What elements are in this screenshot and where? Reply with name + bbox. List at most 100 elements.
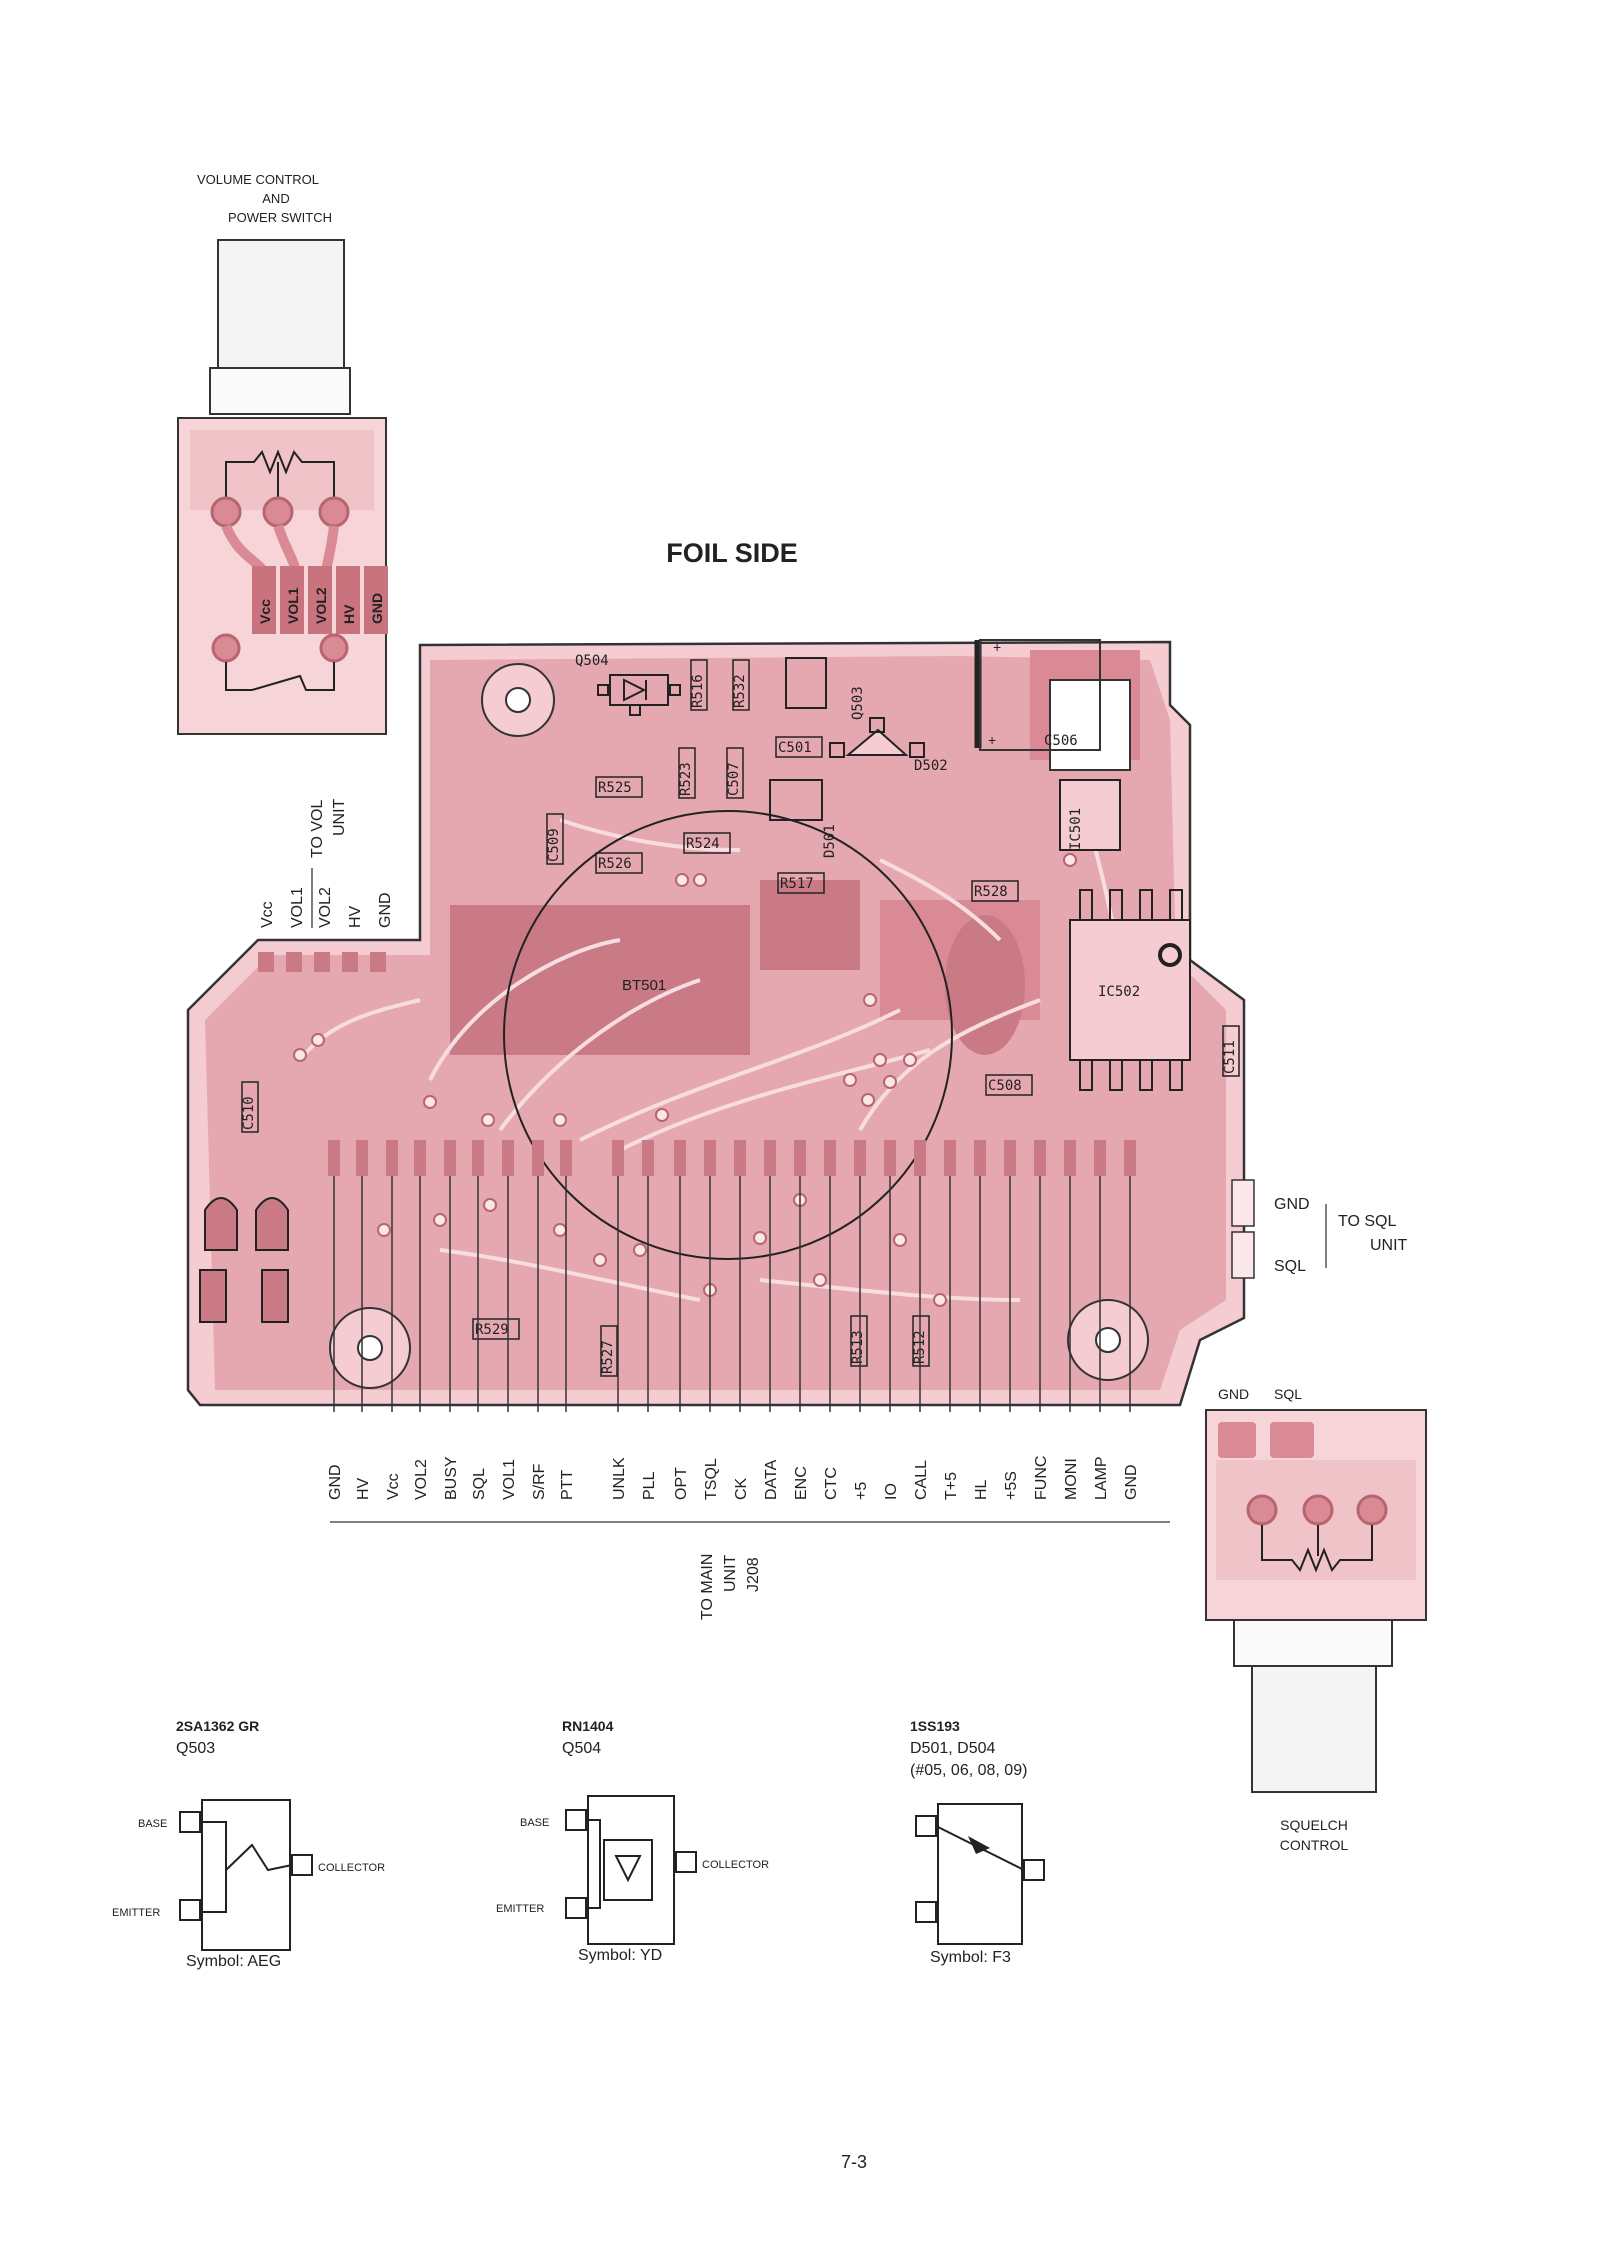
q504-collector-lead: [675, 1851, 697, 1873]
d501-lead-2: [915, 1901, 937, 1923]
ic502-pin1-marker: [1158, 943, 1182, 967]
pad-gnd: [364, 566, 388, 634]
pad-vol2: [308, 566, 332, 634]
mount-hole-center: [1095, 1327, 1121, 1353]
pad-vcc: [252, 566, 276, 634]
main-pin-label: IO: [883, 1483, 900, 1500]
main-pin-label: PTT: [559, 1470, 576, 1500]
part-d501: 1SS193 D501, D504 (#05, 06, 08, 09) Symb…: [910, 1718, 1045, 1966]
q504-base-label: BASE: [520, 1817, 549, 1829]
main-pin-pad: [444, 1140, 456, 1176]
main-unit-caption-3: J208: [745, 1557, 762, 1592]
page-title: FOIL SIDE: [666, 538, 798, 568]
main-pin-pad: [914, 1140, 926, 1176]
main-pcb: + +: [186, 639, 1255, 1407]
squelch-pad-gnd: GND: [1218, 1386, 1249, 1402]
main-pin-label: MONI: [1063, 1458, 1080, 1500]
q504-emitter-lead: [565, 1897, 587, 1919]
main-pin-label: GND: [1123, 1464, 1140, 1500]
label-c501: C501: [778, 740, 812, 756]
vol-unit-caption-2: UNIT: [331, 798, 348, 836]
label-bt501: BT501: [622, 977, 666, 994]
part-q504-ref: Q504: [562, 1740, 601, 1757]
vol-pin-vol1: VOL1: [289, 887, 306, 928]
c506-outline: [979, 639, 1101, 751]
volume-knob: [217, 239, 345, 369]
vol-pin-gnd: GND: [377, 892, 394, 928]
main-pin-pad: [414, 1140, 426, 1176]
main-pin-label: OPT: [673, 1467, 690, 1500]
main-pin-label: BUSY: [443, 1456, 460, 1500]
sql-pin-sql: SQL: [1274, 1258, 1306, 1275]
main-pin-pad: [1124, 1140, 1136, 1176]
q503-base-label: BASE: [138, 1818, 167, 1830]
main-pin-pad: [356, 1140, 368, 1176]
label-d502: D502: [914, 758, 948, 774]
q504-symbol: Symbol: YD: [578, 1947, 662, 1964]
squelch-pot-pad-3: [1356, 1494, 1388, 1526]
main-pin-pad: [884, 1140, 896, 1176]
part-q504: RN1404 Q504 BASE COLLECTOR EMITTER Symbo…: [496, 1718, 769, 1964]
d502-ic504: [597, 657, 1191, 1091]
squelch-shaft-collar: [1233, 1619, 1393, 1667]
main-pin-pad: [1034, 1140, 1046, 1176]
mount-hole-center: [505, 687, 531, 713]
component-labels: Q504 R516 R532 Q503 C501 D502 C506 R525 …: [241, 653, 1238, 1374]
main-pin-label: +5S: [1003, 1471, 1020, 1500]
label-r517: R517: [780, 876, 814, 892]
main-unit-caption-2: UNIT: [722, 1554, 739, 1592]
label-q503: Q503: [850, 686, 866, 720]
main-pin-pad: [386, 1140, 398, 1176]
squelch-control: GND SQL SQUELCH CONTROL: [1205, 1386, 1427, 1853]
q503-base-lead: [179, 1811, 201, 1833]
vol-pin-hv: HV: [347, 905, 364, 928]
volume-control-caption-2: AND: [262, 191, 289, 206]
pad-vol1: [280, 566, 304, 634]
squelch-pot-symbol: [1261, 1525, 1373, 1573]
pad-label-vcc: Vcc: [257, 599, 273, 624]
main-pin-label: DATA: [763, 1459, 780, 1500]
main-pin-label: PLL: [641, 1471, 658, 1500]
label-c506: C506: [1044, 733, 1078, 749]
part-q503: 2SA1362 GR Q503 BASE COLLECTOR EMITTER S…: [112, 1718, 385, 1970]
squelch-pad-sql: SQL: [1274, 1386, 1302, 1402]
label-r513: R513: [850, 1330, 866, 1364]
main-pin-pad: [764, 1140, 776, 1176]
main-pin-pad: [472, 1140, 484, 1176]
q503-symbol: Symbol: AEG: [186, 1953, 281, 1970]
main-pin-label: Vcc: [385, 1473, 402, 1500]
q504-base-lead: [565, 1809, 587, 1831]
volume-control: VOLUME CONTROL AND POWER SWITCH Vcc VOL1…: [177, 172, 388, 735]
q504-collector-label: COLLECTOR: [702, 1859, 769, 1871]
q503-package: [201, 1799, 291, 1951]
bt501-battery-outline: [503, 810, 953, 1260]
main-pin-pad: [824, 1140, 836, 1176]
main-pin-pad: [974, 1140, 986, 1176]
main-pin-pad: [1064, 1140, 1076, 1176]
label-c511: C511: [1222, 1040, 1238, 1074]
label-r527: R527: [600, 1340, 616, 1374]
label-r528: R528: [974, 884, 1008, 900]
potentiometer-symbol: [225, 449, 335, 500]
squelch-pot-pad-2: [1302, 1494, 1334, 1526]
pcb-traces: [298, 818, 1132, 1302]
main-pin-pad: [854, 1140, 866, 1176]
squelch-caption-2: CONTROL: [1280, 1837, 1349, 1853]
main-pin-label: VOL2: [413, 1459, 430, 1500]
sql-pin-gnd: GND: [1274, 1196, 1310, 1213]
part-d501-ref2: (#05, 06, 08, 09): [910, 1762, 1027, 1779]
vol-pin-vcc: Vcc: [259, 901, 276, 928]
q504-inner: [603, 1839, 653, 1901]
label-r525: R525: [598, 780, 632, 796]
pad-hv: [336, 566, 360, 634]
q503-emitter-label: EMITTER: [112, 1907, 160, 1919]
pot-pad-2: [262, 496, 294, 528]
vias: [293, 853, 1152, 1307]
part-q503-number: 2SA1362 GR: [176, 1718, 259, 1734]
volume-control-caption-3: POWER SWITCH: [228, 210, 332, 225]
component-label-boxes: [241, 659, 1240, 1377]
main-pin-label: SQL: [471, 1468, 488, 1500]
main-pin-label: S/RF: [531, 1463, 548, 1500]
main-pin-label: ENC: [793, 1466, 810, 1500]
main-pin-pad: [734, 1140, 746, 1176]
